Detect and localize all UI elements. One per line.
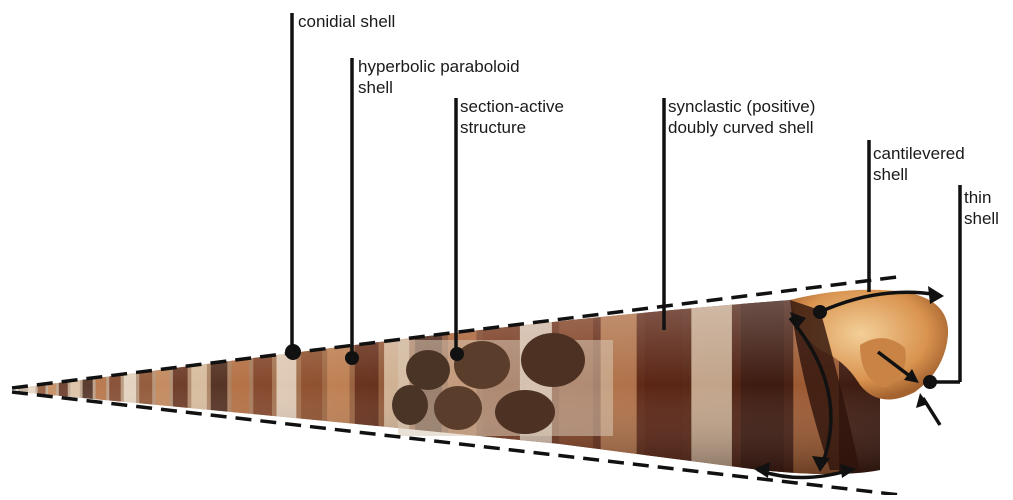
label-synclastic-shell: synclastic (positive) doubly curved shel… [668, 96, 815, 138]
label-synclastic-line2: doubly curved shell [668, 117, 815, 138]
whorl-band [48, 270, 56, 490]
label-hyperbolic-paraboloid-shell: hyperbolic paraboloid shell [358, 56, 520, 98]
label-cantilevered-line2: shell [873, 164, 965, 185]
dot-conidial [285, 344, 301, 360]
label-synclastic-line1: synclastic (positive) [668, 96, 815, 117]
label-section-active-line1: section-active [460, 96, 564, 117]
label-conidial-shell: conidial shell [298, 11, 395, 32]
dot-section-active [450, 347, 464, 361]
label-thin-line1: thin [964, 187, 999, 208]
whorl-band [28, 270, 35, 490]
label-cantilevered-line1: cantilevered [873, 143, 965, 164]
whorl-band [38, 270, 46, 490]
label-thin-shell: thin shell [964, 187, 999, 229]
label-section-active-structure: section-active structure [460, 96, 564, 138]
label-hyperbolic-line1: hyperbolic paraboloid [358, 56, 520, 77]
label-cantilevered-shell: cantilevered shell [873, 143, 965, 185]
dot-hyperbolic [345, 351, 359, 365]
label-thin-line2: shell [964, 208, 999, 229]
label-hyperbolic-line2: shell [358, 77, 520, 98]
dot-thin [923, 375, 937, 389]
label-conidial-line1: conidial shell [298, 11, 395, 32]
label-section-active-line2: structure [460, 117, 564, 138]
arrowhead-top [928, 286, 944, 304]
dot-cantilevered [813, 305, 827, 319]
section-cutaway [392, 333, 613, 436]
